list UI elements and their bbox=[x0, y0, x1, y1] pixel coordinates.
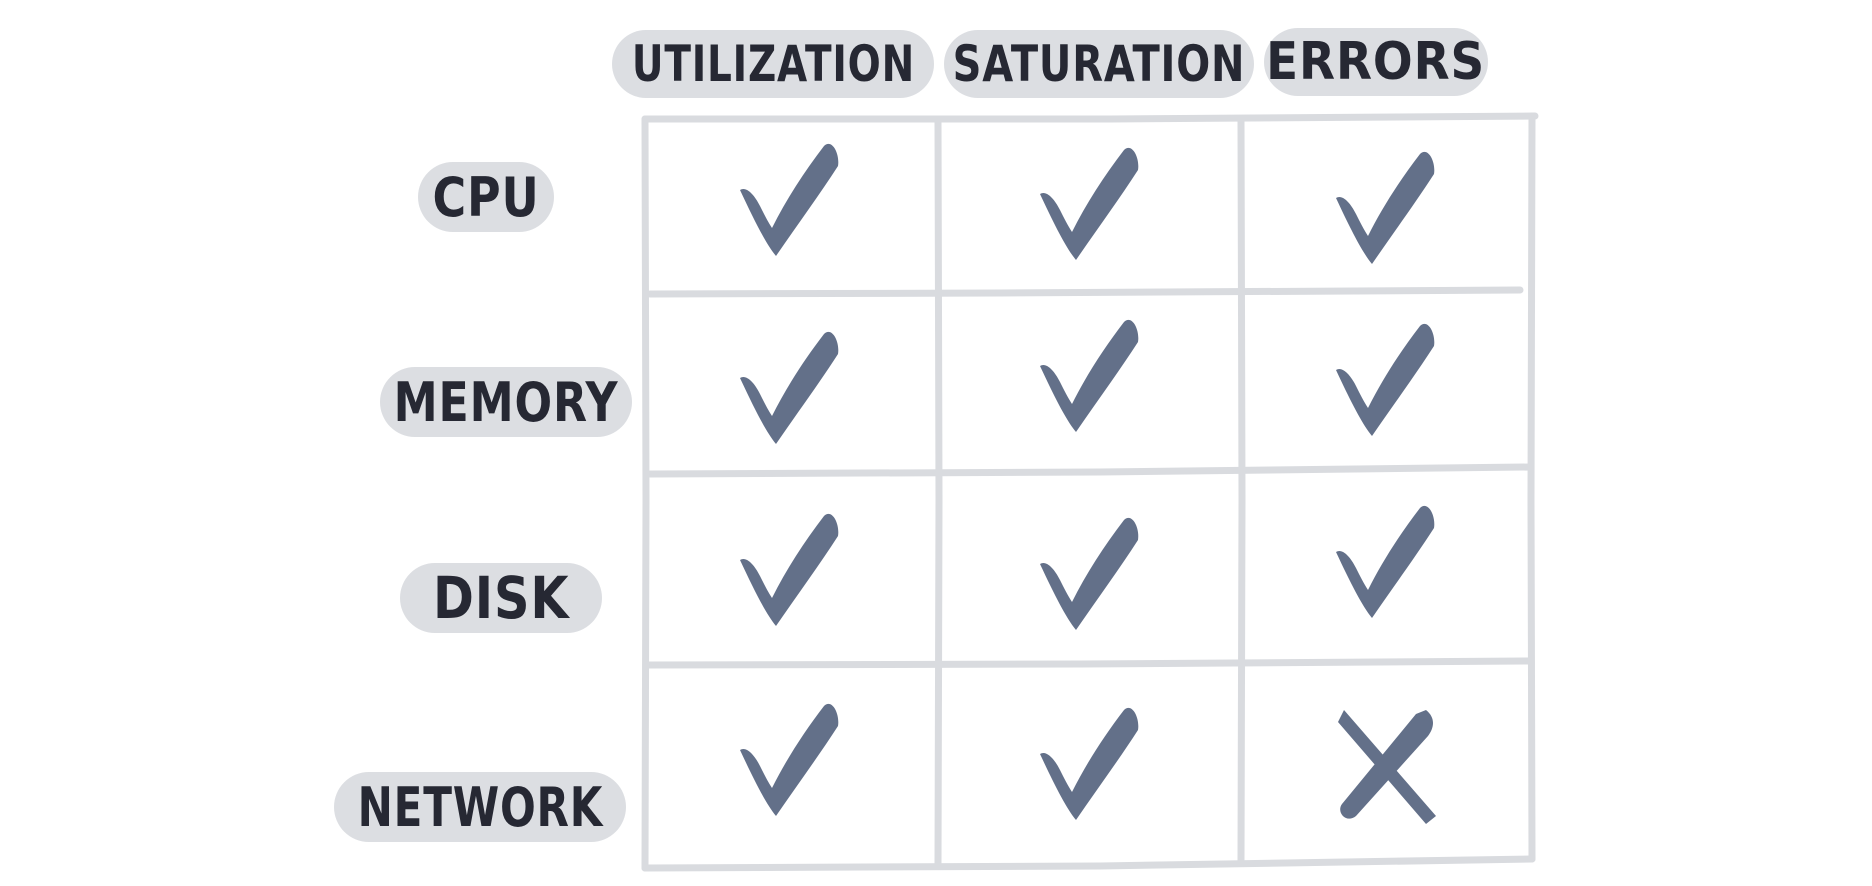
column-header-saturation: SATURATION bbox=[944, 30, 1254, 98]
column-header-label: UTILIZATION bbox=[631, 35, 915, 93]
row-header-label: NETWORK bbox=[357, 775, 603, 839]
check-icon-disk-errors bbox=[1336, 505, 1435, 618]
column-header-errors: ERRORS bbox=[1264, 28, 1488, 96]
cross-icon-network-errors bbox=[1338, 710, 1436, 824]
check-icon-cpu-saturation bbox=[1040, 147, 1139, 260]
grid-line-right bbox=[1527, 112, 1536, 863]
check-icon-cpu-errors bbox=[1336, 151, 1435, 264]
status-marks bbox=[740, 143, 1436, 824]
grid-line-row-2 bbox=[646, 463, 1534, 478]
column-header-label: SATURATION bbox=[952, 35, 1246, 93]
grid-line-col-1 bbox=[934, 117, 943, 868]
column-header-utilization: UTILIZATION bbox=[612, 30, 934, 98]
row-header-cpu: CPU bbox=[418, 162, 554, 232]
grid-line-left bbox=[641, 115, 650, 872]
check-icon-disk-saturation bbox=[1040, 517, 1139, 630]
check-icon-network-utilization bbox=[740, 703, 839, 816]
row-header-label: DISK bbox=[432, 564, 570, 632]
row-header-network: NETWORK bbox=[334, 772, 626, 842]
row-header-label: MEMORY bbox=[393, 370, 619, 434]
grid-line-bottom bbox=[641, 855, 1536, 872]
grid-line-col-2 bbox=[1237, 116, 1246, 864]
check-icon-memory-saturation bbox=[1040, 319, 1139, 432]
grid-lines bbox=[641, 112, 1539, 872]
grid-line-row-1 bbox=[646, 286, 1524, 298]
check-icon-memory-errors bbox=[1336, 323, 1435, 436]
row-header-memory: MEMORY bbox=[380, 367, 632, 437]
row-header-label: CPU bbox=[432, 165, 540, 229]
row-header-disk: DISK bbox=[400, 563, 602, 633]
check-icon-memory-utilization bbox=[740, 331, 839, 444]
check-icon-network-saturation bbox=[1040, 707, 1139, 820]
column-header-label: ERRORS bbox=[1266, 32, 1486, 92]
check-icon-cpu-utilization bbox=[740, 143, 839, 256]
check-icon-disk-utilization bbox=[740, 513, 839, 626]
grid-line-row-3 bbox=[644, 657, 1534, 669]
grid-line-top bbox=[641, 112, 1539, 123]
